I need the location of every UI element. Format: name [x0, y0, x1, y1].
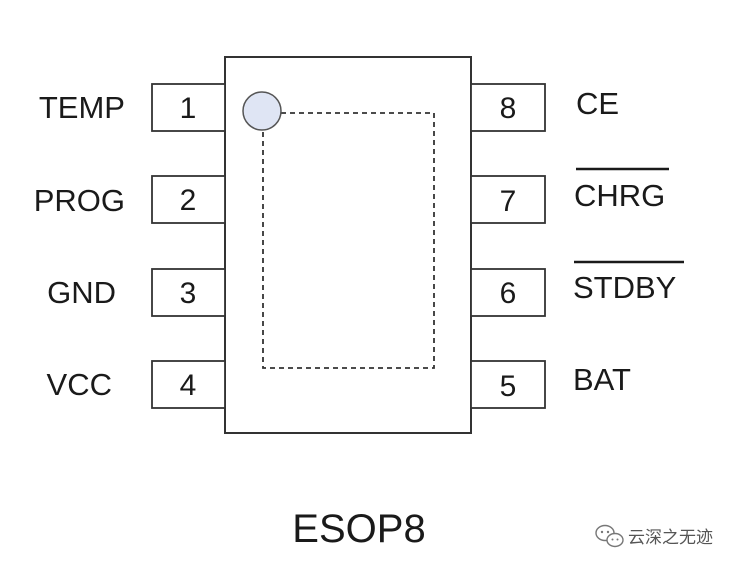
- pin-6: 6 STDBY: [470, 260, 684, 317]
- pin-1-label: TEMP: [39, 90, 125, 125]
- pin-2-pad: [151, 175, 226, 224]
- pin-1-number: 1: [180, 92, 197, 125]
- pin-3-label: GND: [47, 275, 116, 310]
- pin-2-number: 2: [180, 184, 197, 217]
- pin-7-label: CHRG: [574, 178, 665, 213]
- pin-4-number: 4: [180, 369, 197, 402]
- pin-5-number: 5: [500, 370, 517, 403]
- pin-4-label: VCC: [47, 367, 112, 402]
- pin-2-label: PROG: [34, 183, 125, 218]
- pin-3: 3 GND: [47, 268, 226, 317]
- pin-1-pad: [151, 83, 226, 132]
- pin-7: 7 CHRG: [470, 167, 669, 224]
- pin-2: 2 PROG: [34, 175, 226, 224]
- package-name: ESOP8: [292, 507, 425, 551]
- pin-8: 8 CE: [470, 83, 619, 132]
- pin-6-number: 6: [500, 277, 517, 310]
- pin-6-label: STDBY: [573, 270, 676, 305]
- pin-5: 5 BAT: [470, 360, 631, 409]
- pin-6-pad: [470, 268, 546, 317]
- wechat-icon: [595, 524, 624, 548]
- pin1-indicator-dot: [242, 91, 282, 131]
- pin-8-number: 8: [500, 92, 517, 125]
- pin-5-label: BAT: [573, 362, 631, 397]
- pin-7-pad: [470, 175, 546, 224]
- pin-3-pad: [151, 268, 226, 317]
- pin-7-number: 7: [500, 185, 517, 218]
- exposed-pad-outline: [262, 112, 435, 369]
- pin-4-pad: [151, 360, 226, 409]
- pin-3-number: 3: [180, 277, 197, 310]
- pin-4: 4 VCC: [47, 360, 226, 409]
- pin-8-pad: [470, 83, 546, 132]
- watermark: 云深之无迹: [595, 524, 713, 548]
- pin-5-pad: [470, 360, 546, 409]
- watermark-text: 云深之无迹: [628, 528, 713, 548]
- pin-8-label: CE: [576, 86, 619, 121]
- pin-1: 1 TEMP: [39, 83, 226, 132]
